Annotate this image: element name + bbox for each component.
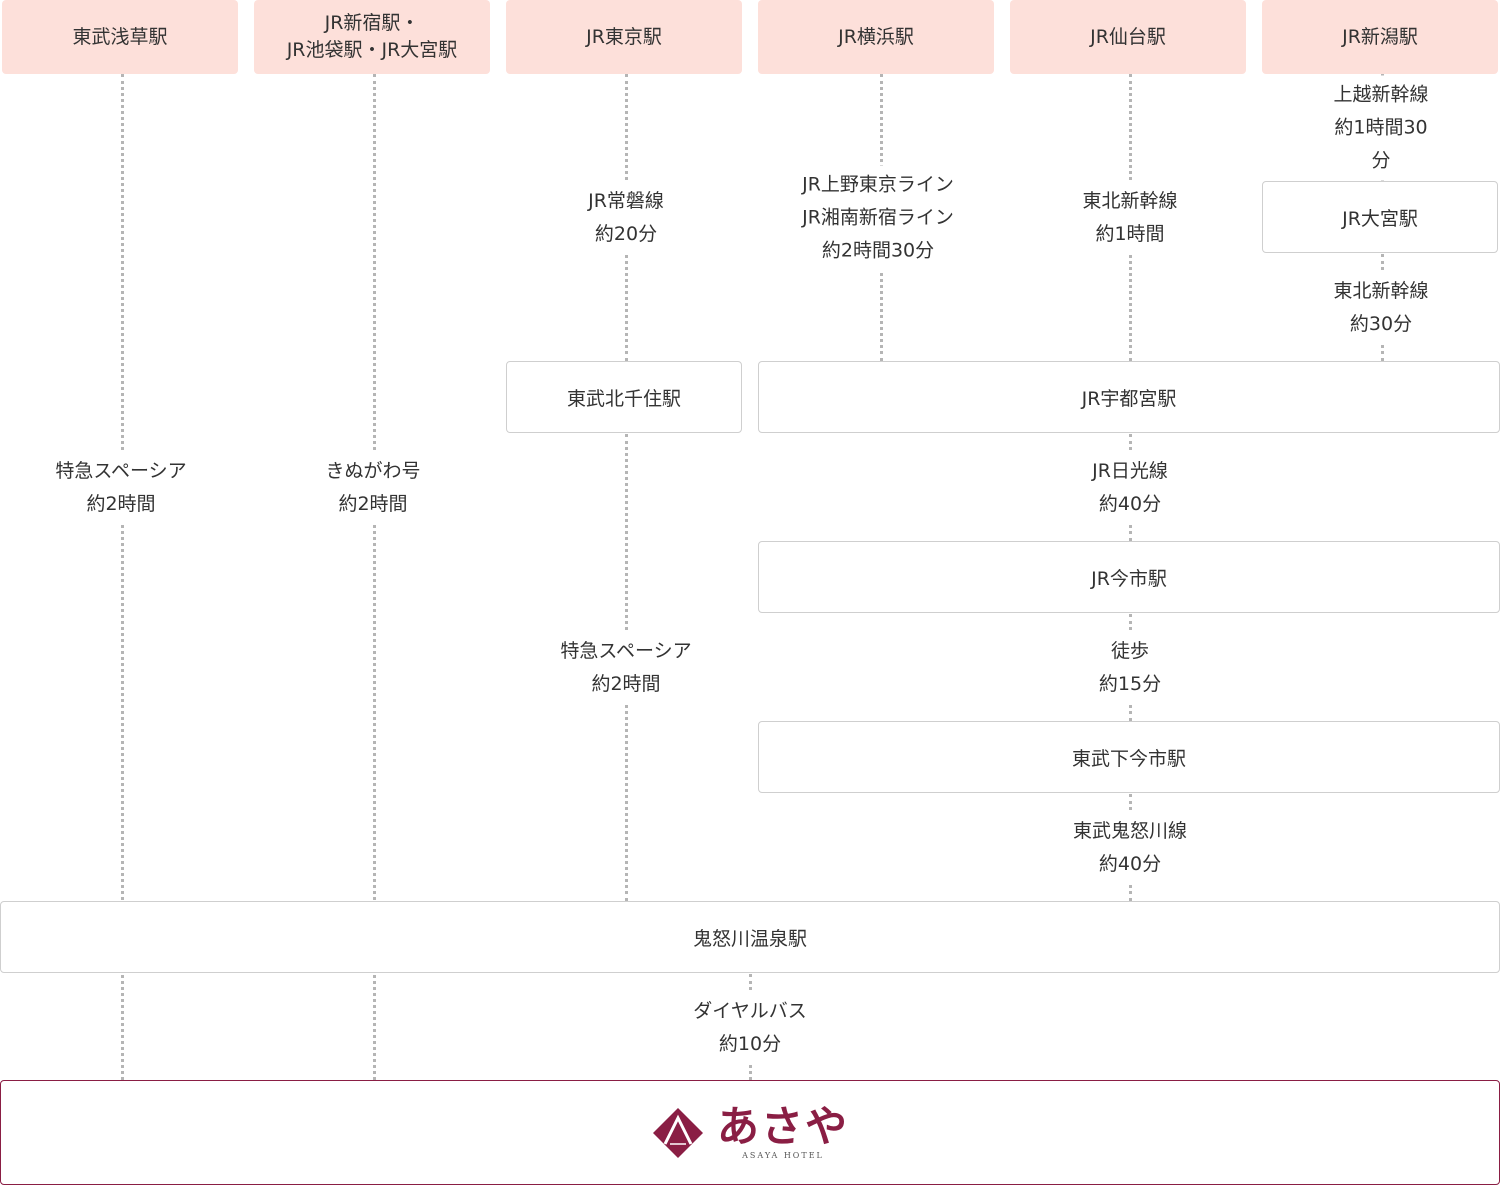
route-line-shinjuku bbox=[373, 74, 376, 1080]
route-label-nikko-line: JR日光線 約40分 bbox=[1084, 452, 1176, 524]
route-label-joban-line: JR常磐線 約20分 bbox=[580, 182, 672, 254]
station-jr-omiya: JR大宮駅 bbox=[1262, 181, 1498, 253]
station-tobu-kitasenju: 東武北千住駅 bbox=[506, 361, 742, 433]
route-label-yokohama-lines: JR上野東京ライン JR湘南新宿ライン 約2時間30分 bbox=[794, 165, 962, 271]
route-label-sendai-shinkansen: 東北新幹線 約1時間 bbox=[1074, 182, 1186, 254]
route-label-dial-bus: ダイヤルバス 約10分 bbox=[685, 992, 815, 1064]
route-label-kinugawa-go: きぬがわ号 約2時間 bbox=[317, 452, 429, 524]
route-label-walk: 徒歩 約15分 bbox=[1090, 632, 1170, 704]
route-label-kinugawa-line: 東武鬼怒川線 約40分 bbox=[1064, 812, 1196, 884]
asaya-logo: あさや ASAYA HOTEL bbox=[651, 1105, 849, 1160]
origin-tobu-asakusa: 東武浅草駅 bbox=[2, 0, 238, 74]
origin-jr-sendai: JR仙台駅 bbox=[1010, 0, 1246, 74]
destination-asaya-hotel: あさや ASAYA HOTEL bbox=[0, 1080, 1500, 1185]
route-label-joetsu-shinkansen: 上越新幹線 約1時間30分 bbox=[1321, 75, 1441, 181]
origin-jr-yokohama: JR横浜駅 bbox=[758, 0, 994, 74]
origin-jr-niigata: JR新潟駅 bbox=[1262, 0, 1498, 74]
asaya-emblem-icon bbox=[652, 1107, 703, 1158]
station-jr-utsunomiya: JR宇都宮駅 bbox=[758, 361, 1500, 433]
origin-jr-shinjuku-ikebukuro-omiya: JR新宿駅・ JR池袋駅・JR大宮駅 bbox=[254, 0, 490, 74]
hotel-name-jp: あさや bbox=[716, 1102, 849, 1151]
station-kinugawa-onsen: 鬼怒川温泉駅 bbox=[0, 901, 1500, 973]
route-line-asakusa bbox=[121, 74, 124, 1080]
route-label-omiya-shinkansen: 東北新幹線 約30分 bbox=[1325, 272, 1437, 344]
route-label-kitasenju-spacia: 特急スペーシア 約2時間 bbox=[552, 632, 700, 704]
origin-jr-tokyo: JR東京駅 bbox=[506, 0, 742, 74]
hotel-name-en: ASAYA HOTEL bbox=[742, 1151, 824, 1160]
station-tobu-shimoimaichi: 東武下今市駅 bbox=[758, 721, 1500, 793]
station-jr-imaichi: JR今市駅 bbox=[758, 541, 1500, 613]
route-label-asakusa-spacia: 特急スペーシア 約2時間 bbox=[47, 452, 195, 524]
